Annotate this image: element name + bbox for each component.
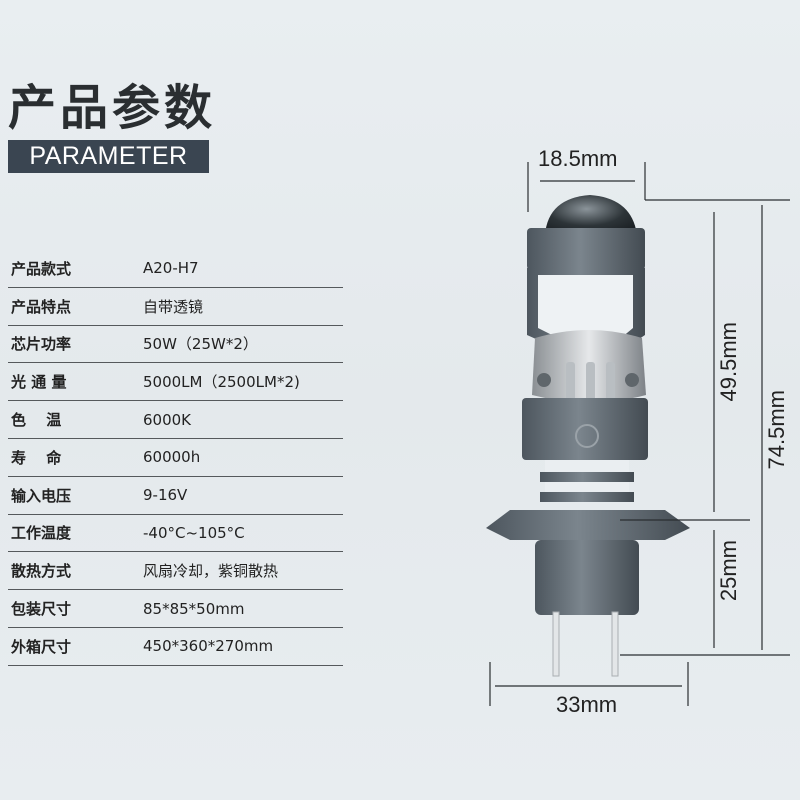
param-label: 工作温度 xyxy=(11,524,72,543)
param-row: 芯片功率 50W（25W*2） xyxy=(8,326,343,364)
param-label: 光 通 量 xyxy=(11,373,67,392)
dimension-base-height: 25mm xyxy=(716,540,741,602)
lens-window xyxy=(538,275,633,343)
dimension-base-width: 33mm xyxy=(556,692,618,717)
param-value: 自带透镜 xyxy=(143,297,204,316)
param-row: 色 温 6000K xyxy=(8,401,343,439)
param-label: 散热方式 xyxy=(11,562,72,581)
connector-pin xyxy=(611,611,619,677)
param-label: 输入电压 xyxy=(11,486,72,505)
param-label: 芯片功率 xyxy=(11,335,72,354)
param-row: 散热方式 风扇冷却，紫铜散热 xyxy=(8,552,343,591)
param-value: 50W（25W*2） xyxy=(143,335,258,354)
param-row: 外箱尺寸 450*360*270mm xyxy=(8,628,343,666)
page-title: 产品参数 xyxy=(8,80,217,136)
dimension-top-width: 18.5mm xyxy=(538,146,618,171)
param-value: 6000K xyxy=(143,410,192,429)
param-label: 寿 命 xyxy=(11,448,62,467)
param-value: -40°C~105°C xyxy=(143,523,245,542)
bulb-product-illustration xyxy=(486,162,790,706)
param-row: 产品款式 A20-H7 xyxy=(8,250,343,288)
param-value: 85*85*50mm xyxy=(143,599,245,618)
param-row: 包装尺寸 85*85*50mm xyxy=(8,590,343,628)
param-value: A20-H7 xyxy=(143,259,199,278)
connector-pin xyxy=(552,611,560,677)
param-label: 色 温 xyxy=(11,411,62,430)
param-label: 产品特点 xyxy=(11,297,72,316)
param-label: 包装尺寸 xyxy=(11,600,72,619)
page-subtitle-badge: PARAMETER xyxy=(8,140,209,173)
mounting-flange xyxy=(486,510,690,540)
param-row: 产品特点 自带透镜 xyxy=(8,288,343,326)
param-value: 5000LM（2500LM*2) xyxy=(143,373,300,392)
lens-dome xyxy=(545,195,637,235)
bulb-base xyxy=(535,540,639,615)
dimension-upper-height: 49.5mm xyxy=(716,322,741,402)
dimension-total-height: 74.5mm xyxy=(764,390,789,470)
param-value: 60000h xyxy=(143,448,201,467)
param-value: 风扇冷却，紫铜散热 xyxy=(143,562,279,581)
param-row: 工作温度 -40°C~105°C xyxy=(8,515,343,553)
param-row: 光 通 量 5000LM（2500LM*2) xyxy=(8,363,343,402)
heatsink-barrel xyxy=(522,398,648,460)
param-value: 450*360*270mm xyxy=(143,637,274,656)
param-row: 寿 命 60000h xyxy=(8,439,343,477)
param-value: 9-16V xyxy=(143,486,188,505)
parameter-table: 产品款式 A20-H7 产品特点 自带透镜 芯片功率 50W（25W*2） 光 通 量… xyxy=(8,250,343,666)
param-row: 输入电压 9-16V xyxy=(8,477,343,515)
param-label: 外箱尺寸 xyxy=(11,637,72,656)
param-label: 产品款式 xyxy=(11,259,72,278)
dimension-lines xyxy=(489,162,790,706)
